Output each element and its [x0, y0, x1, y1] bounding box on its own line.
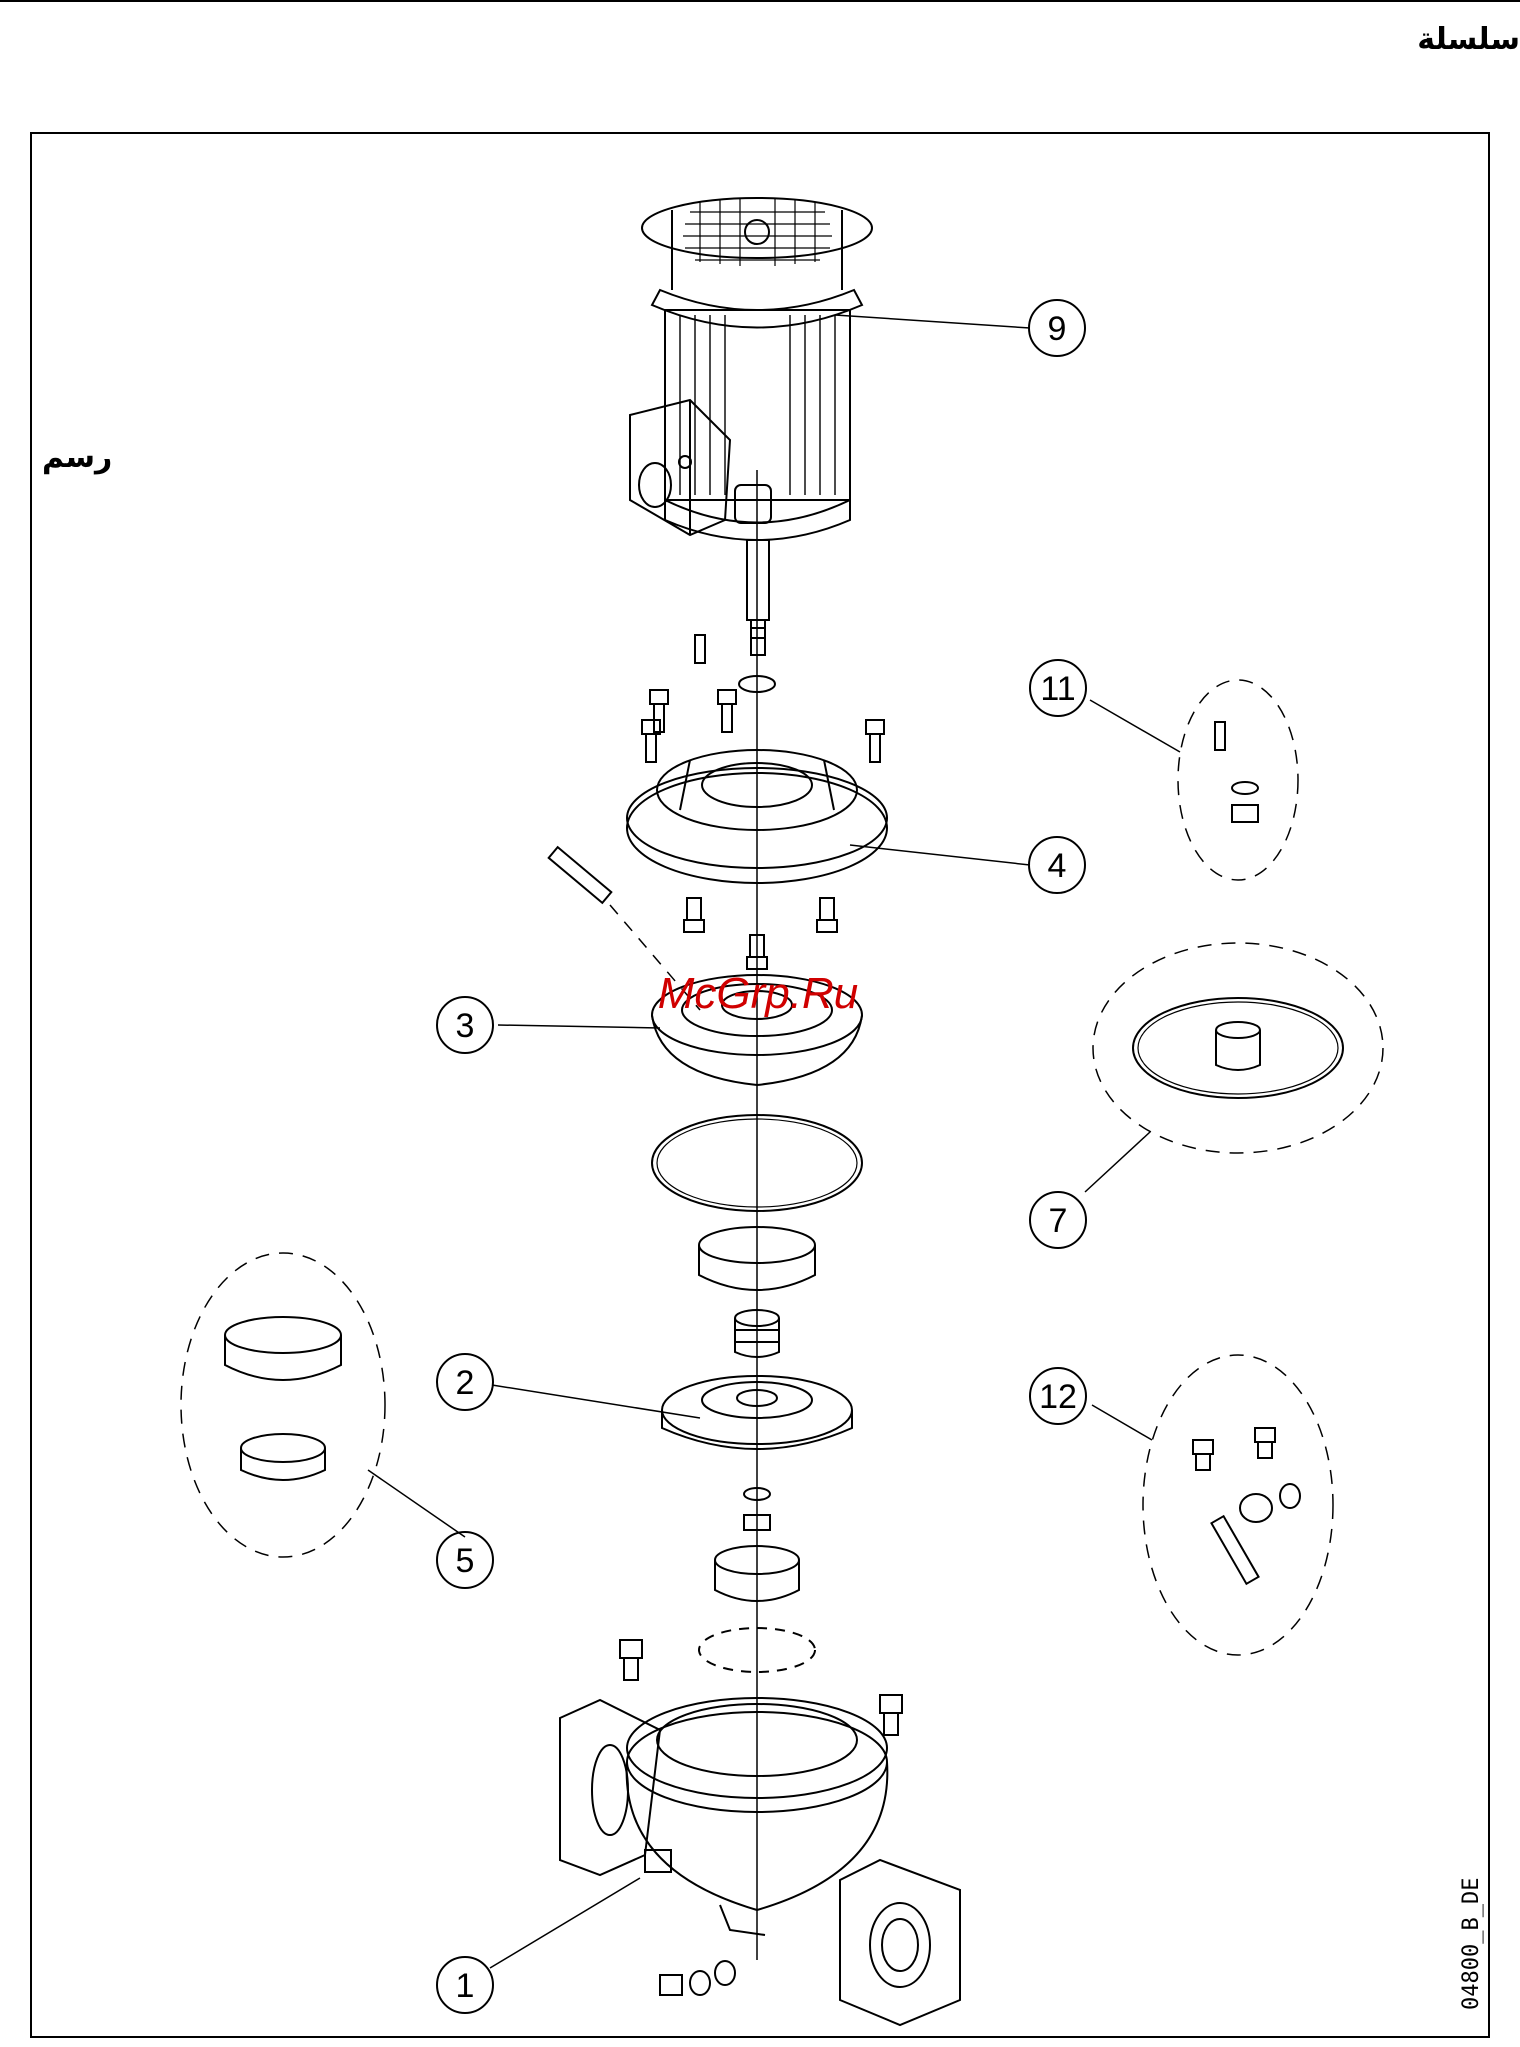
- callout-3: 3: [437, 997, 493, 1053]
- vent-screw: [549, 847, 612, 903]
- pump-housing: [560, 1698, 960, 2025]
- detail-11-kit: [1178, 680, 1298, 880]
- svg-text:12: 12: [1039, 1378, 1077, 1416]
- callout-1: 1: [437, 1957, 493, 2013]
- svg-text:9: 9: [1048, 310, 1067, 348]
- detail-12-kit: [1143, 1355, 1333, 1655]
- callout-4: 4: [1029, 837, 1085, 893]
- callout-7: 7: [1030, 1192, 1086, 1248]
- watermark: McGrp.Ru: [658, 969, 858, 1018]
- callout-11: 11: [1030, 660, 1086, 716]
- svg-text:2: 2: [456, 1364, 475, 1402]
- svg-text:3: 3: [456, 1007, 475, 1045]
- detail-7-kit: [1093, 943, 1383, 1153]
- flange-bolts-top: [642, 690, 884, 762]
- shaft-key: [695, 635, 705, 663]
- svg-text:5: 5: [456, 1542, 475, 1580]
- callout-5: 5: [437, 1532, 493, 1588]
- svg-text:1: 1: [456, 1967, 475, 2005]
- callout-12: 12: [1030, 1368, 1086, 1424]
- drawing-code: 04800_B_DE: [1459, 1878, 1484, 2010]
- housing-plugs: [620, 1640, 902, 1995]
- callouts: 9 11 4 3 7 2 12 5 1: [437, 300, 1086, 2013]
- leader-lines: [368, 315, 1180, 1968]
- callout-9: 9: [1029, 300, 1085, 356]
- svg-text:4: 4: [1048, 847, 1067, 885]
- callout-2: 2: [437, 1354, 493, 1410]
- detail-5-kit: [181, 1253, 385, 1557]
- svg-text:11: 11: [1040, 670, 1075, 708]
- fan-cover-grid: [683, 199, 832, 266]
- motor: [630, 198, 872, 655]
- cover-bolts: [684, 898, 837, 969]
- svg-text:7: 7: [1049, 1202, 1068, 1240]
